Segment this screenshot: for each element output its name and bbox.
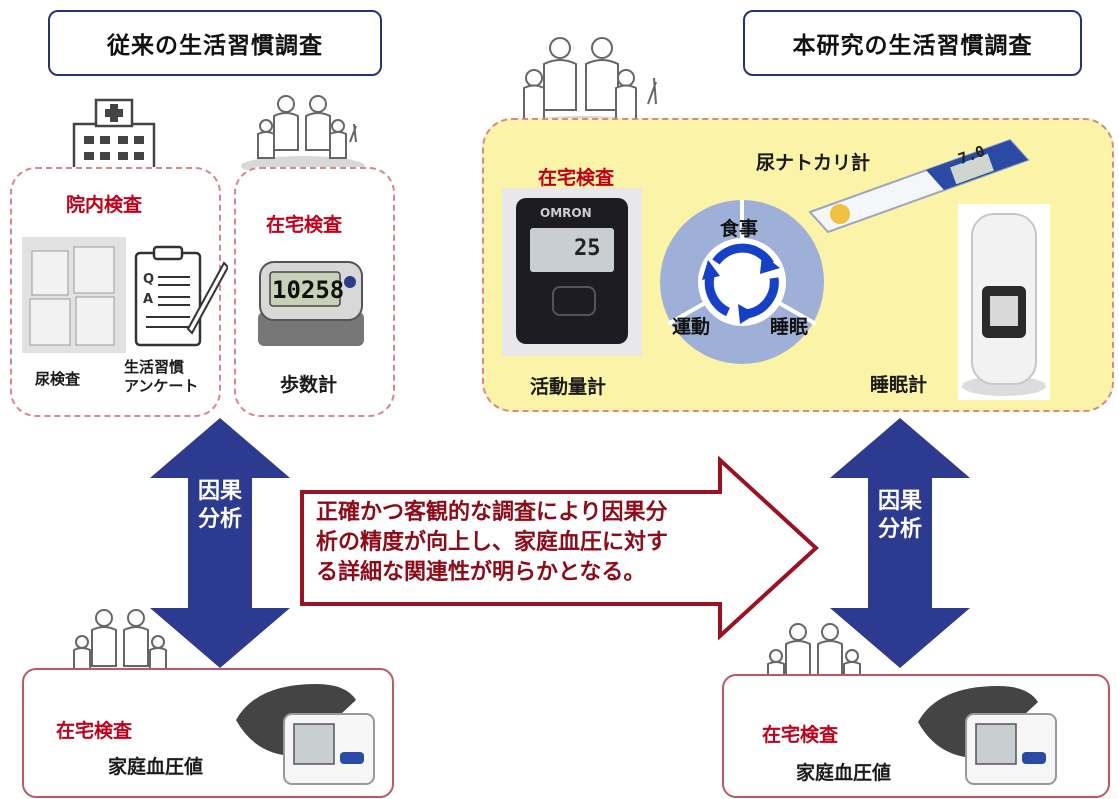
bp-monitor-left-image	[236, 684, 375, 785]
pedometer-image	[258, 261, 364, 346]
right-home-test-label: 在宅検査	[538, 167, 615, 189]
left-causal-arrow	[150, 418, 290, 668]
callout-text: 正確かつ客観的な調査により因果分 析の精度が向上し、家庭血圧に対す る詳細な関連…	[316, 500, 669, 585]
left-title: 従来の生活習慣調査	[48, 10, 382, 76]
svg-text:Q: Q	[143, 272, 154, 287]
right-causal-arrow	[830, 418, 970, 668]
urine-meter-image	[808, 138, 1030, 234]
bottom-right-home-label: 在宅検査	[762, 724, 839, 746]
left-causal-label: 因果 分析	[197, 479, 242, 532]
svg-text:A: A	[143, 292, 153, 307]
bp-monitor-right-image	[918, 686, 1057, 785]
bottom-right-bp-label: 家庭血圧値	[796, 762, 892, 784]
pedometer-label: 歩数計	[280, 374, 338, 396]
bottom-left-home-label: 在宅検査	[56, 720, 133, 742]
activity-display: 25	[574, 236, 601, 261]
activity-meter-image: OMRON 25	[502, 188, 642, 356]
urine-test-image	[22, 237, 126, 353]
sleep-meter-image	[958, 204, 1050, 400]
urine-meter-label: 尿ナトカリ計	[756, 152, 871, 174]
callout-arrow	[300, 456, 819, 640]
right-causal-label: 因果 分析	[877, 489, 922, 542]
sleep-meter-label: 睡眠計	[870, 374, 928, 396]
cycle-label-meals: 食事	[720, 218, 759, 240]
cycle-label-exercise: 運動	[672, 316, 711, 338]
left-home-test-label: 在宅検査	[266, 214, 343, 236]
bottom-left-bp-label: 家庭血圧値	[108, 756, 204, 778]
cycle-label-sleep: 睡眠	[770, 316, 809, 338]
activity-meter-label: 活動量計	[530, 376, 607, 398]
right-title: 本研究の生活習慣調査	[743, 10, 1082, 76]
family-icon	[241, 95, 365, 176]
brand-logo: OMRON	[540, 206, 592, 220]
hospital-test-label: 院内検査	[66, 194, 143, 216]
questionnaire-icon: Q A	[134, 245, 228, 347]
urine-test-label: 尿検査	[35, 370, 81, 388]
questionnaire-label: 生活習慣 アンケート	[124, 358, 199, 395]
lifestyle-cycle-diagram	[660, 200, 824, 364]
pedometer-display: 10258	[272, 276, 345, 304]
